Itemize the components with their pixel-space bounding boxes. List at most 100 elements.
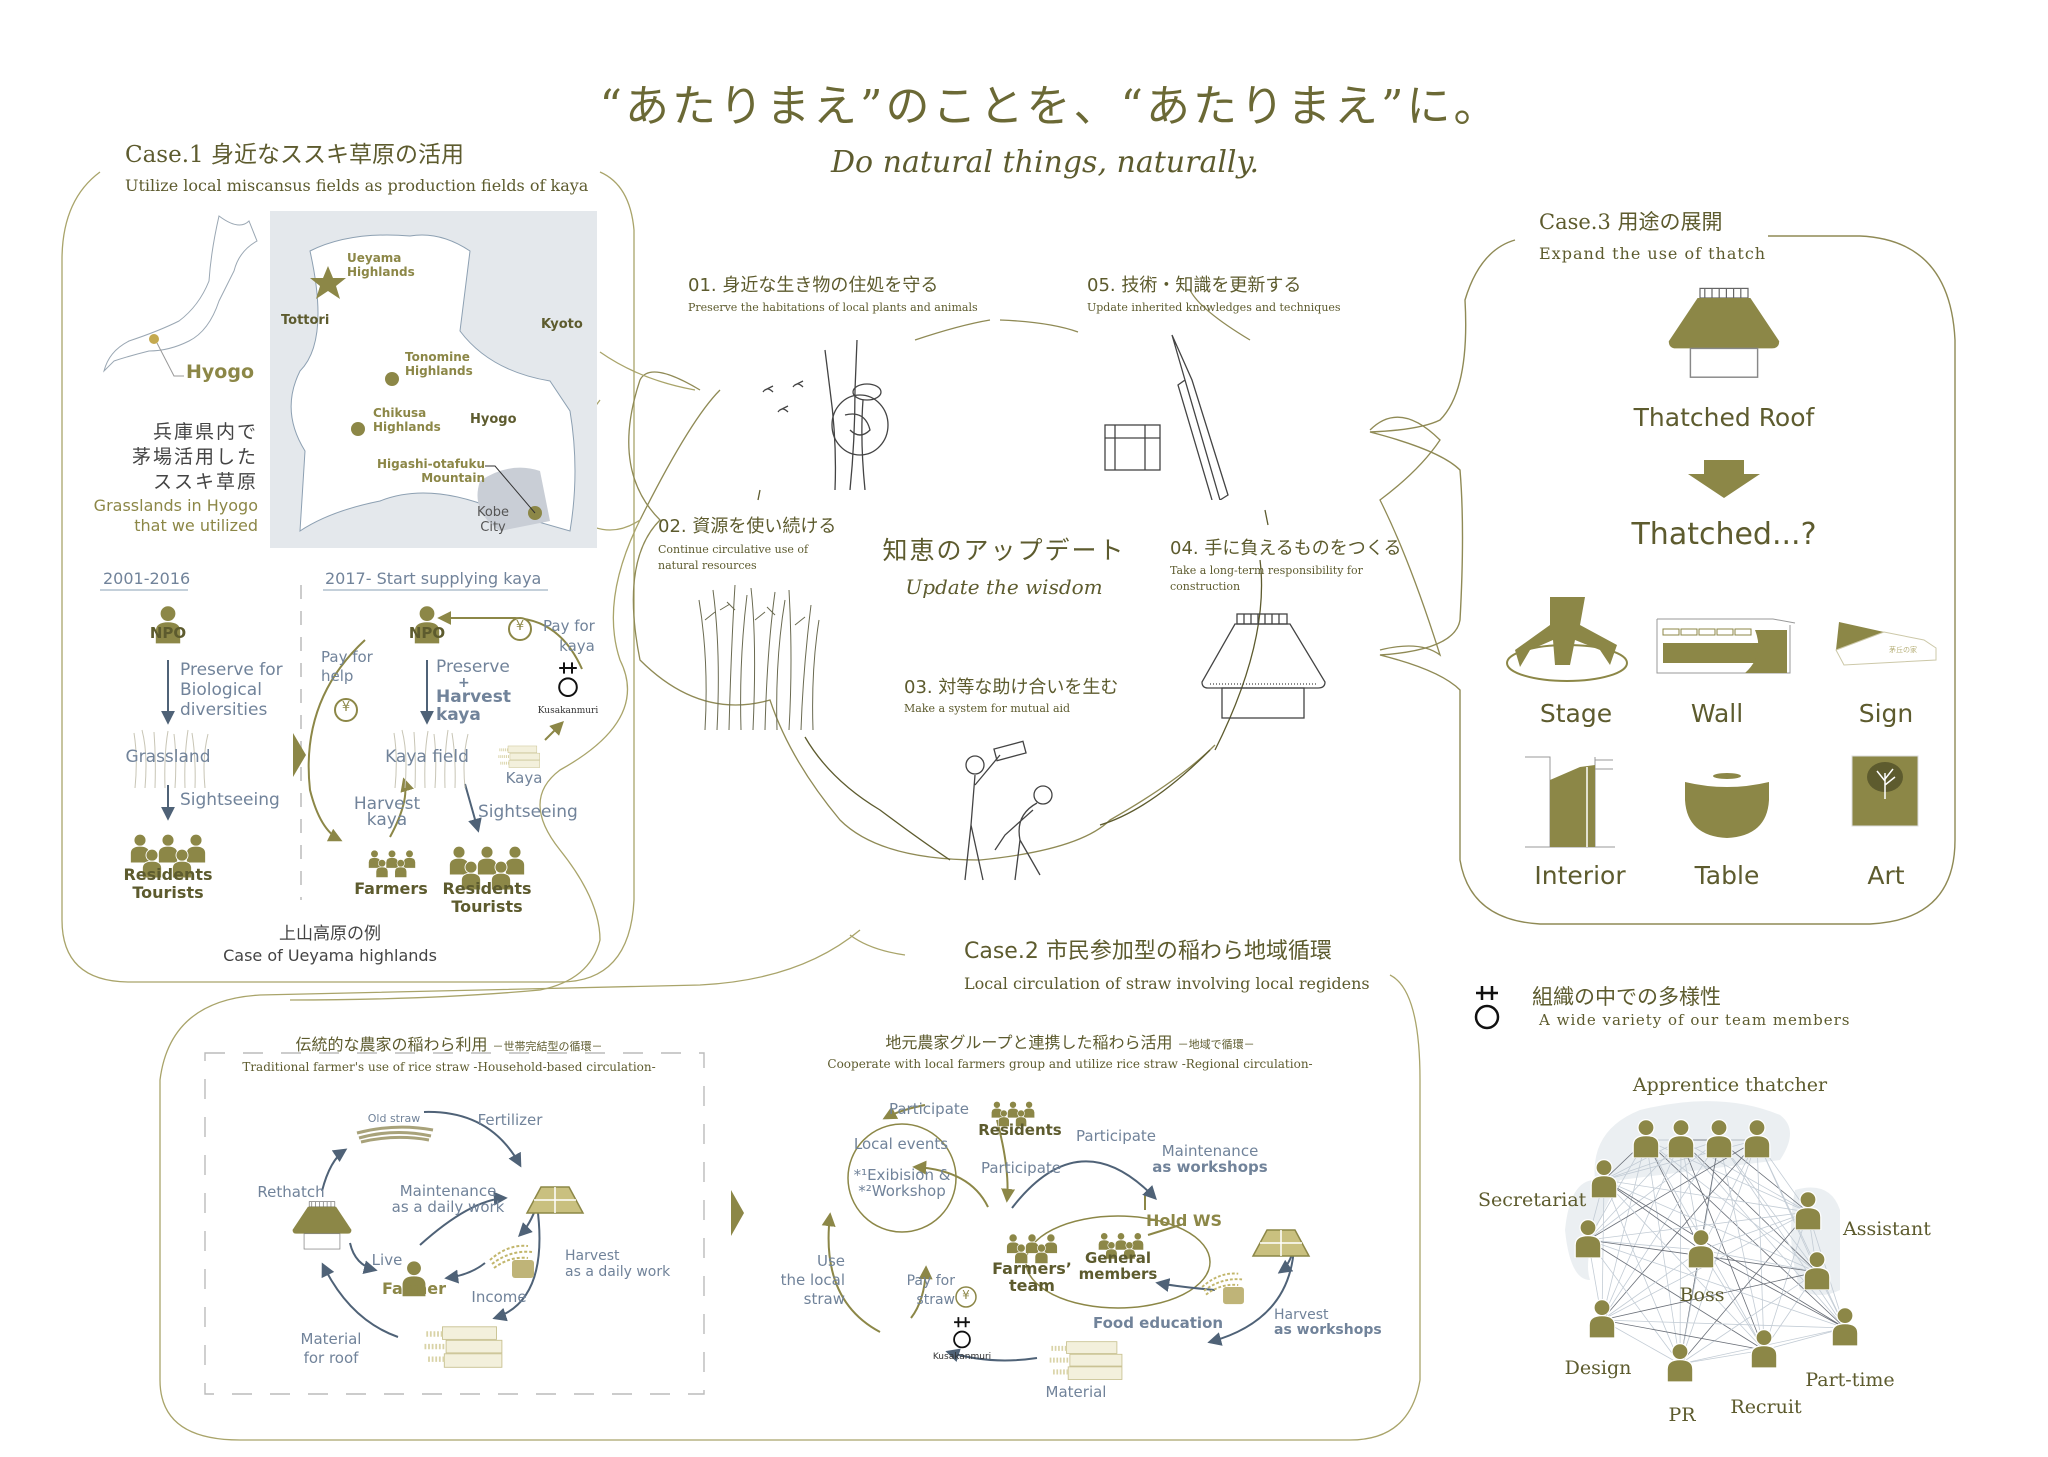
use-label-interior: Interior	[1534, 861, 1626, 890]
farmers-team-label: Farmers’team	[992, 1259, 1072, 1295]
art-icon	[1851, 755, 1919, 827]
team-link-line	[1679, 1349, 1765, 1365]
case3-subtitle: Expand the use of thatch	[1539, 244, 1767, 263]
regional-title-en: Cooperate with local farmers group and u…	[827, 1057, 1313, 1071]
map-label-hyogo: Hyogo	[470, 412, 517, 427]
case1-next-arrow	[293, 733, 306, 777]
old-straw-label: Old straw	[367, 1112, 421, 1125]
wisdom-item-05-desc: Update inherited knowledges and techniqu…	[1087, 301, 1341, 314]
table-icon	[1685, 773, 1769, 838]
farmers-icon	[367, 848, 417, 882]
team-link-line	[1601, 1179, 1605, 1321]
sign-icon: 茅丘の家	[1835, 622, 1937, 666]
team-link-line	[1601, 1319, 1765, 1351]
role-assistant: Assistant	[1843, 1218, 1931, 1240]
case2-subtitle: Local circulation of straw involving loc…	[964, 974, 1370, 993]
team-link-line	[1756, 1139, 1765, 1351]
main-title-jp: “あたりまえ”のことを、“あたりまえ”に。	[599, 81, 1501, 132]
kaya-bundle-icon	[496, 745, 542, 769]
team-link-line	[1603, 1139, 1720, 1181]
team-member-parttime-icon	[1831, 1306, 1859, 1346]
case2-title: Case.2 市民参加型の稲わら地域循環	[964, 939, 1332, 964]
kusakanmuri-logo-icon	[558, 661, 578, 697]
role-parttime: Part-time	[1805, 1369, 1895, 1391]
team-member-assistant-icon	[1803, 1250, 1831, 1290]
use-label-sign: Sign	[1858, 699, 1914, 728]
team-link-line	[1603, 1179, 1809, 1213]
kaya-label: Kaya	[505, 769, 543, 787]
team-link-line	[1601, 1139, 1720, 1321]
team-link-line	[1587, 1239, 1846, 1329]
farmers-label: Farmers	[354, 879, 428, 898]
stage-icon	[1506, 597, 1628, 682]
team-link-line	[1603, 1179, 1846, 1329]
pampas-grass-sketch	[698, 584, 820, 730]
map-label-tottori: Tottori	[281, 313, 330, 328]
role-boss: Boss	[1679, 1284, 1725, 1306]
team-link-line	[1603, 1179, 1681, 1365]
role-apprentice: Apprentice thatcher	[1632, 1074, 1828, 1096]
team-member-design-icon	[1588, 1298, 1616, 1338]
events-list: *¹Exibision &*²Workshop	[853, 1166, 951, 1200]
pay-for-kaya-label: Pay for kaya	[543, 617, 595, 655]
local-events-label: Local events	[853, 1135, 949, 1153]
case2-bubble	[159, 929, 1421, 1441]
farmer-label: Farmer	[381, 1279, 447, 1298]
before-npo-label: NPO	[149, 624, 187, 642]
team-link-line	[1603, 1179, 1765, 1351]
team-link-line	[1587, 1211, 1809, 1241]
before-period: 2001-2016	[103, 569, 191, 588]
team-member-apprentice-icon	[1667, 1118, 1695, 1158]
map-label-hyogo-pref: Hyogo	[186, 361, 254, 383]
team-link-line	[1679, 1271, 1818, 1365]
team-link-line	[1603, 1179, 1702, 1251]
team-link-line	[1601, 1139, 1758, 1321]
team-member-boss-icon	[1687, 1228, 1715, 1268]
before-sightseeing-label: Sightseeing	[180, 790, 280, 810]
team-link-line	[1645, 1139, 1702, 1251]
use-label-wall: Wall	[1690, 699, 1744, 728]
case1-subtitle: Utilize local miscansus fields as produc…	[125, 176, 589, 195]
yen-icon: ¥	[515, 619, 525, 634]
rethatch-label: Rethatch	[257, 1183, 325, 1201]
thatched-roof-icon	[1668, 287, 1780, 378]
fertilizer-label: Fertilizer	[477, 1111, 543, 1129]
kusakanmuri-label: Kusakanmuri	[932, 1352, 992, 1362]
case1-footer-jp: 上山高原の例	[279, 924, 381, 944]
japan-map	[103, 215, 258, 377]
map-label-higashi-otafuku: Higashi-otafuku Mountain	[377, 457, 485, 485]
team-link-line	[1587, 1139, 1720, 1241]
after-period: 2017- Start supplying kaya	[325, 569, 542, 588]
material-label: Material	[1045, 1383, 1107, 1401]
team-link-line	[1700, 1249, 1846, 1329]
before-grassland-label: Grassland	[125, 747, 211, 767]
thatched-house-icon	[292, 1201, 352, 1250]
team-link-line	[1700, 1249, 1818, 1273]
residents-label: Residents	[978, 1121, 1062, 1139]
team-link-line	[1763, 1211, 1809, 1351]
team-member-secretariat-icon	[1574, 1218, 1602, 1258]
thatched-question-label: Thatched...?	[1631, 517, 1817, 552]
center-title-jp: 知恵のアップデート	[882, 536, 1126, 565]
team-member-apprentice-icon	[1743, 1118, 1771, 1158]
team-link-line	[1700, 1139, 1758, 1251]
local-events-circle	[847, 1123, 957, 1233]
team-member-apprentice-icon	[1705, 1118, 1733, 1158]
case1-bubble	[61, 171, 635, 983]
yen-icon: ¥	[962, 1288, 970, 1302]
team-title-jp: 組織の中での多様性	[1532, 985, 1721, 1009]
team-link-line	[1601, 1249, 1702, 1321]
wisdom-item-03-title: 03. 対等な助け合いを生む	[904, 677, 1119, 698]
